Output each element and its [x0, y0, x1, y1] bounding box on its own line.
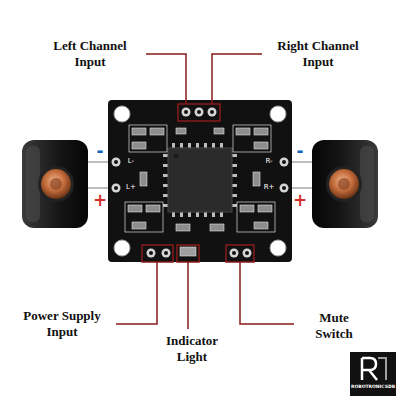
callout-label: Right Channel Input — [266, 38, 370, 70]
pin-name: L+ — [123, 183, 139, 192]
polarity-sign: - — [93, 142, 107, 160]
indicator-led — [180, 247, 196, 256]
callout-label: Mute Switch — [302, 310, 366, 342]
speaker — [312, 140, 378, 228]
amplifier-board — [108, 100, 292, 262]
silkscreen — [125, 125, 275, 232]
pin-name: R+ — [261, 183, 277, 192]
callout-label: Indicator Light — [150, 333, 234, 365]
pin-name: R- — [261, 157, 277, 166]
smd-component — [128, 128, 272, 231]
watermark-logo — [350, 352, 396, 396]
callout-box — [142, 104, 254, 262]
solder-pad — [112, 108, 289, 258]
callout-label: Power Supply Input — [10, 308, 114, 340]
polarity-sign: + — [92, 191, 108, 209]
watermark: ROBOTRONICSDB — [350, 384, 396, 390]
polarity-sign: - — [293, 142, 307, 160]
amplifier-chip — [163, 143, 237, 217]
callout-label: Left Channel Input — [38, 38, 142, 70]
pin-name: L- — [123, 157, 139, 166]
leader-line — [116, 54, 294, 329]
polarity-sign: + — [292, 191, 308, 209]
speaker — [22, 140, 88, 228]
